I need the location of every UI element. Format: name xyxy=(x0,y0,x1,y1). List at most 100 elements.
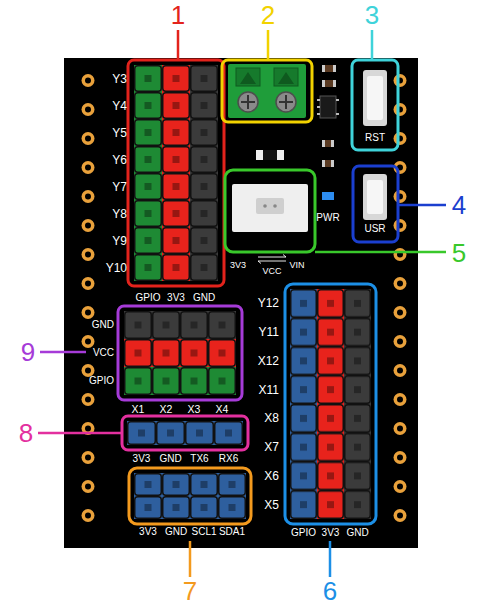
pin-label: X1 xyxy=(132,404,145,415)
power-switch xyxy=(225,170,315,264)
pin-label: Y6 xyxy=(112,154,127,166)
group-outline xyxy=(225,170,315,252)
group-outline xyxy=(129,468,251,524)
header-label: GPIO xyxy=(291,528,316,538)
resistor-end xyxy=(331,160,334,167)
resistor xyxy=(322,65,336,72)
leader-line xyxy=(371,30,374,60)
callout-number: 1 xyxy=(171,2,185,28)
pin-row xyxy=(134,473,246,519)
pin-label: Y8 xyxy=(112,208,127,220)
chip-legs xyxy=(317,100,339,114)
leader-line xyxy=(177,30,180,60)
resistor-end xyxy=(333,65,336,72)
terminal-screw xyxy=(276,92,296,112)
pin-label: X2 xyxy=(160,404,173,415)
power-led xyxy=(322,192,334,200)
row-label: VCC xyxy=(93,348,114,358)
regulator-chip xyxy=(320,96,336,118)
pin-grid xyxy=(134,473,246,519)
callout-number: 2 xyxy=(261,2,275,28)
i2c-header xyxy=(129,468,251,524)
switch-label: VCC xyxy=(262,267,281,276)
pin-label: X6 xyxy=(264,470,279,482)
pin-label: 3V3 xyxy=(133,454,151,464)
header-label: 3V3 xyxy=(322,528,340,538)
callout-number: 8 xyxy=(19,420,33,446)
header-label: GND xyxy=(193,293,215,303)
terminal-opening xyxy=(274,68,298,86)
leader-line xyxy=(40,351,86,354)
switch-arrow xyxy=(258,261,286,264)
pin-label: Y9 xyxy=(112,235,127,247)
pcb-board xyxy=(64,58,418,548)
leader-lines xyxy=(38,30,446,577)
user-button xyxy=(353,166,398,242)
switch-label: VIN xyxy=(289,261,304,270)
pin-grid xyxy=(127,421,243,445)
resistor-end xyxy=(322,65,325,72)
button-body xyxy=(363,70,387,126)
smd-components xyxy=(256,65,339,200)
callout-number: 6 xyxy=(323,578,337,604)
header-label: GPIO xyxy=(135,293,160,303)
terminal-screw xyxy=(238,92,258,112)
edge-pads xyxy=(76,66,100,530)
gpio-header-right xyxy=(285,284,376,524)
callout-number: 4 xyxy=(452,192,466,218)
resistor-end xyxy=(322,160,325,167)
leader-line xyxy=(267,30,270,60)
pin-label: RX6 xyxy=(219,454,238,464)
header-label: GND xyxy=(346,528,368,538)
pin-grid xyxy=(290,289,371,519)
leader-line xyxy=(189,541,192,577)
pin-label: X5 xyxy=(264,499,279,511)
group-outline xyxy=(352,60,398,150)
switch-body xyxy=(232,184,308,232)
gpio-header-left xyxy=(128,60,224,286)
switch-dot xyxy=(263,204,267,208)
pin-label: TX6 xyxy=(190,454,208,464)
component-label: PWR xyxy=(316,213,339,223)
group-outline xyxy=(128,60,224,286)
callout-number: 9 xyxy=(21,339,35,365)
pin-label: Y10 xyxy=(106,262,127,274)
pin-label: Y11 xyxy=(259,326,279,338)
terminal-opening xyxy=(278,72,294,84)
row-label: GPIO xyxy=(89,376,114,386)
pin-grid xyxy=(134,65,218,281)
pin-label: X3 xyxy=(188,404,201,415)
pin-label: X7 xyxy=(264,441,279,453)
button-label: USR xyxy=(364,224,385,234)
callout-number: 5 xyxy=(452,240,466,266)
switch-label: 3V3 xyxy=(230,261,246,270)
leader-line xyxy=(38,432,122,435)
resistor-end xyxy=(322,80,325,87)
resistor xyxy=(322,140,334,147)
row-label: GND xyxy=(92,320,114,330)
uart-header xyxy=(122,416,248,450)
pin-label: Y4 xyxy=(112,100,127,112)
switch-arrow xyxy=(258,255,286,258)
button-label: RST xyxy=(365,133,385,143)
resistor-end xyxy=(333,80,336,87)
pin-label: X8 xyxy=(264,412,279,424)
screw-slot xyxy=(241,95,255,109)
resistor xyxy=(322,160,334,167)
smd-part xyxy=(263,150,277,160)
button-cap xyxy=(367,180,383,214)
switch-dot xyxy=(273,204,277,208)
reset-button xyxy=(352,60,398,150)
pin-label: Y3 xyxy=(112,73,127,85)
pin-grid xyxy=(124,311,236,395)
pin-label: Y12 xyxy=(258,297,279,309)
pin-label: SCL1 xyxy=(191,527,216,537)
pin-label: Y5 xyxy=(112,127,127,139)
terminal-body xyxy=(228,64,306,118)
terminal-block xyxy=(222,60,312,122)
group-outline xyxy=(118,306,242,400)
pin-label: X11 xyxy=(259,384,279,396)
pin-label: GND xyxy=(159,454,181,464)
